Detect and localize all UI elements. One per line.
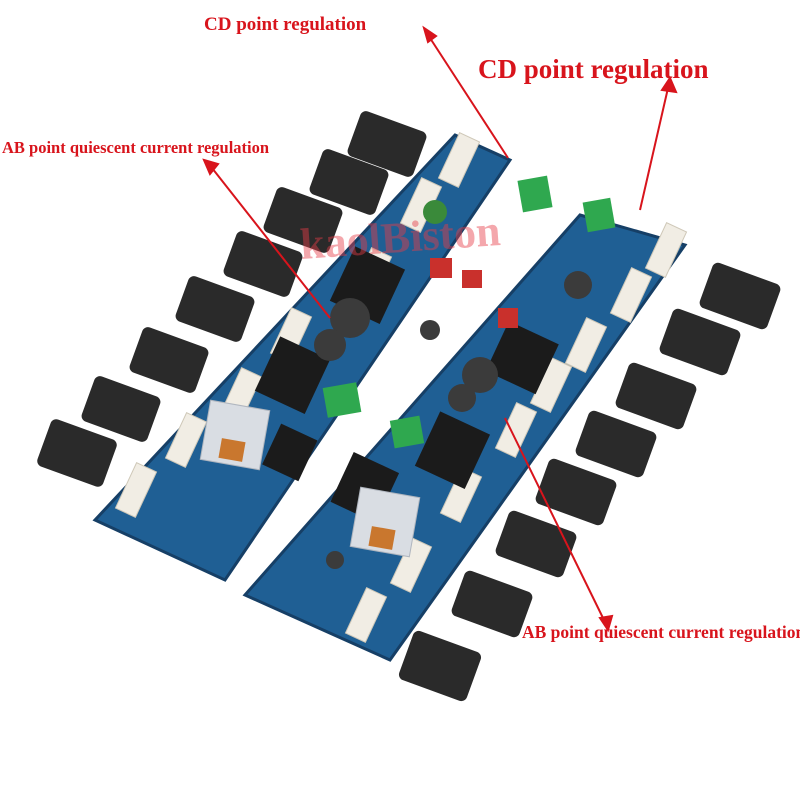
cd-point-label-top: CD point regulation xyxy=(204,14,367,35)
relay-icon xyxy=(199,399,271,471)
power-transistor-icon xyxy=(347,111,427,177)
power-transistor-icon xyxy=(37,419,117,487)
power-transistor-icon xyxy=(223,231,303,297)
ab-point-label-left: AB point quiescent current regulation xyxy=(2,138,270,157)
left-transistor-row xyxy=(37,111,427,487)
arrow-icon xyxy=(639,75,678,211)
power-transistor-icon xyxy=(495,510,577,578)
left-amplifier-board xyxy=(37,111,553,582)
power-transistor-icon xyxy=(451,570,533,638)
power-transistor-icon xyxy=(263,187,343,253)
relay-icon xyxy=(349,486,421,558)
power-transistor-icon xyxy=(699,262,781,330)
arrow-icon xyxy=(202,158,331,319)
cd-point-label-right: CD point regulation xyxy=(478,54,709,84)
right-amplifier-board xyxy=(242,197,781,702)
power-transistor-icon xyxy=(659,308,741,376)
power-transistor-icon xyxy=(129,327,209,393)
power-transistor-icon xyxy=(81,376,161,442)
power-transistor-icon xyxy=(309,149,389,215)
arrow-icon xyxy=(504,417,614,633)
power-transistor-icon xyxy=(398,630,482,702)
right-transistor-row xyxy=(398,262,781,702)
ab-point-label-right: AB point quiescent current regulation xyxy=(522,622,800,642)
power-transistor-icon xyxy=(175,276,255,342)
arrow-icon xyxy=(422,25,509,159)
power-transistor-icon xyxy=(615,362,697,430)
power-transistor-icon xyxy=(535,458,617,526)
power-transistor-icon xyxy=(575,410,657,478)
